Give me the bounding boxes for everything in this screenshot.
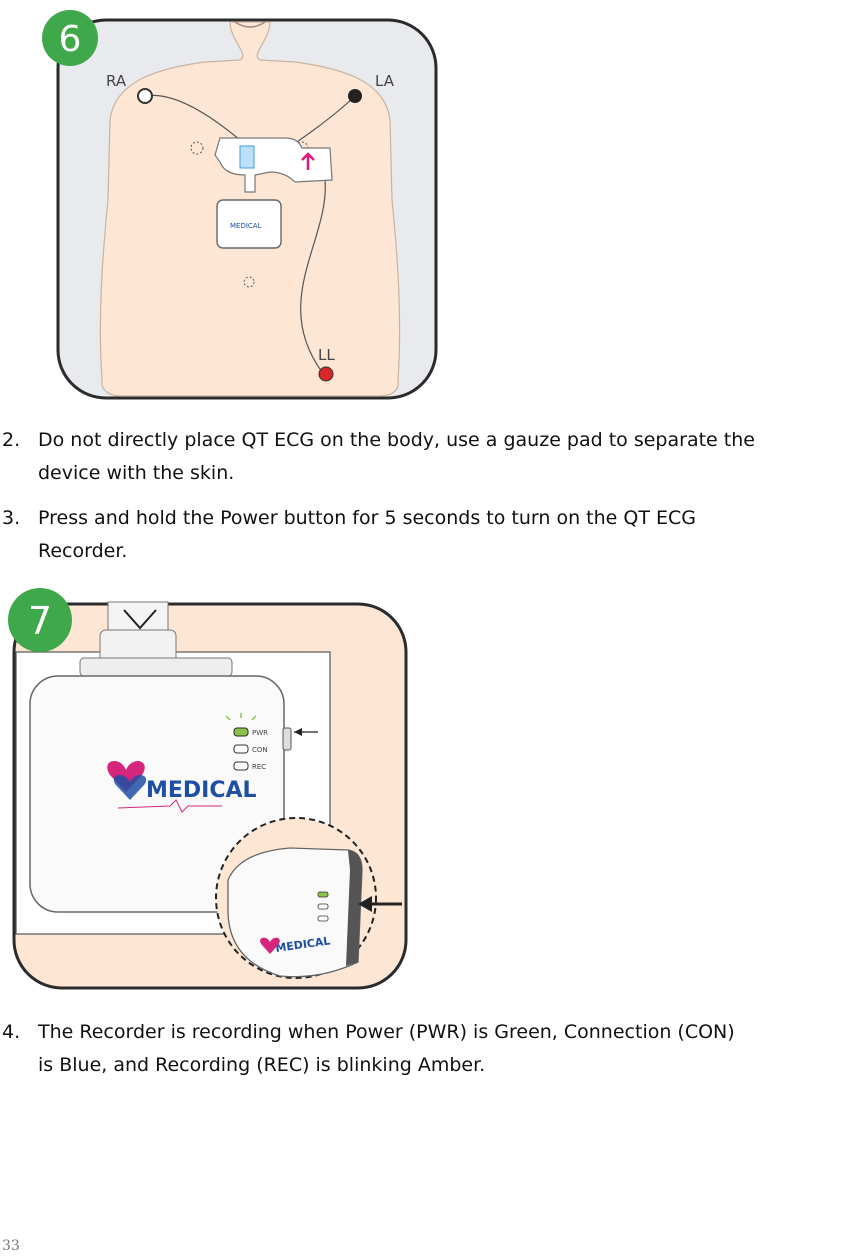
device-brand-small: MEDICAL (230, 222, 262, 230)
con-led (233, 744, 249, 754)
recorder-body (29, 675, 285, 913)
pwr-label: PWR (252, 729, 268, 737)
pwr-led (233, 727, 249, 737)
step-4-number: 4. (2, 1021, 21, 1043)
step-4-line-1: The Recorder is recording when Power (PW… (38, 1021, 735, 1043)
step-3-number: 3. (2, 507, 21, 529)
step-2-number: 2. (2, 429, 21, 451)
rec-led (233, 761, 249, 771)
step-2-line-2: device with the skin. (38, 462, 235, 484)
con-label: CON (252, 746, 268, 754)
step-4-line-2: is Blue, and Recording (REC) is blinking… (38, 1054, 486, 1076)
label-ll: LL (318, 346, 335, 364)
page-number: 33 (2, 1238, 20, 1254)
figure-electrode-placement: MEDICAL 6 RA LA LL (40, 0, 440, 400)
step-3-line-2: Recorder. (38, 540, 128, 562)
ll-electrode (318, 366, 334, 382)
figure-recorder-power: PWR CON REC MEDICAL MEDICAL 7 (0, 580, 412, 992)
step-7-number: 7 (28, 599, 52, 643)
step-2-line-1: Do not directly place QT ECG on the body… (38, 429, 755, 451)
ra-electrode (137, 88, 153, 104)
la-electrode (348, 89, 362, 103)
label-ra: RA (106, 72, 127, 90)
medical-logo: MEDICAL (107, 760, 257, 813)
label-la: LA (375, 72, 395, 90)
step-6-badge (42, 10, 98, 66)
step-6-number: 6 (59, 19, 82, 60)
power-button (282, 727, 292, 751)
brand-text: MEDICAL (146, 778, 257, 803)
rec-label: REC (252, 763, 266, 771)
recorder-device (216, 199, 282, 249)
step-7-badge (8, 588, 72, 652)
step-3-line-1: Press and hold the Power button for 5 se… (38, 507, 696, 529)
